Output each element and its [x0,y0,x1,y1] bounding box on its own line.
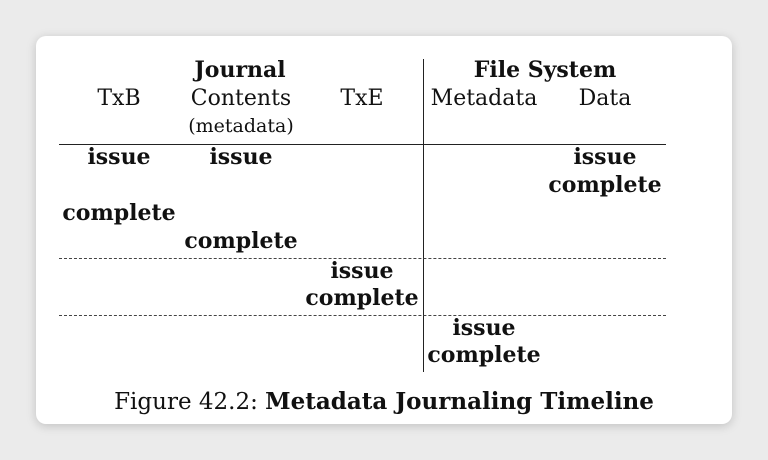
journal-fs-divider [423,59,424,372]
metadata-issue: issue [452,315,516,341]
contents-complete: complete [184,228,298,254]
file-system-group-header: File System [473,57,617,83]
txe-complete: complete [305,285,419,311]
journal-group-header: Journal [194,57,286,83]
figure-caption: Figure 42.2: Metadata Journaling Timelin… [0,388,768,415]
contents-metadata-note: (metadata) [188,115,294,137]
diagram-card [36,36,732,424]
header-rule [59,144,666,145]
metadata-complete: complete [427,342,541,368]
fs-metadata-column-header: Metadata [430,86,538,111]
data-issue: issue [573,144,637,170]
contents-issue: issue [209,144,273,170]
caption-title: Metadata Journaling Timeline [265,388,654,415]
phase-divider-1 [59,258,666,259]
txe-issue: issue [330,258,394,284]
contents-column-header: Contents [190,86,292,111]
txb-complete: complete [62,200,176,226]
fs-data-column-header: Data [578,86,632,111]
txb-column-header: TxB [97,86,141,111]
data-complete: complete [548,172,662,198]
txe-column-header: TxE [340,86,384,111]
phase-divider-2 [59,315,666,316]
txb-issue: issue [87,144,151,170]
caption-prefix: Figure 42.2: [114,389,266,415]
